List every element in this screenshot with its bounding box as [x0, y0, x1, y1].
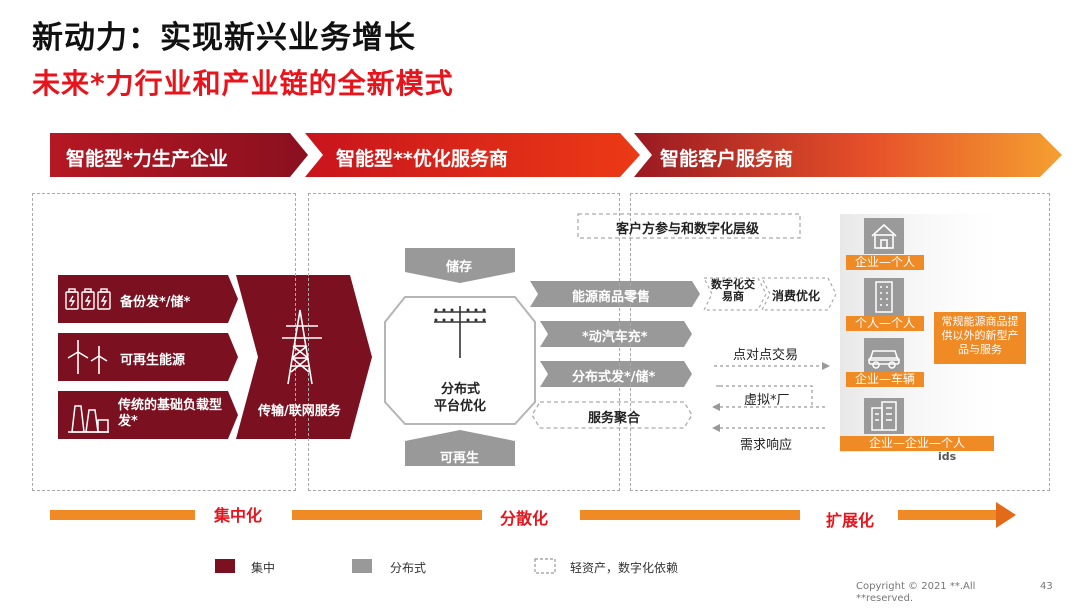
wind-turbine-icon — [67, 340, 108, 374]
service-box-4 — [531, 401, 693, 429]
platform-label-1: 分布式 — [441, 382, 481, 397]
customer-icon-box-2 — [864, 278, 904, 316]
panel-extended — [630, 193, 1050, 491]
service-label-1: 能源商品零售 — [572, 290, 651, 305]
customer-label-1: 企业—个人 — [846, 255, 924, 270]
legend-label-3: 轻资产，数字化依赖 — [570, 561, 679, 575]
stage-label-3: 智能客户服务商 — [660, 148, 794, 170]
ids-fragment: ids — [938, 450, 957, 463]
consumption-opt-box — [761, 277, 837, 311]
source-box-3 — [58, 391, 238, 439]
service-label-2: *动汽车充* — [582, 330, 648, 345]
customer-label-4: 企业—企业—个人 — [840, 436, 994, 451]
source-label-3: 传统的基础负载型发* — [118, 398, 223, 429]
battery-icon — [65, 288, 111, 310]
legend-swatch-centralized — [215, 559, 235, 573]
flow-label-2: 虚拟*厂 — [744, 393, 790, 408]
customer-icon-box-1 — [864, 218, 904, 254]
storage-label: 储存 — [446, 260, 473, 275]
bottom-bar-4 — [898, 510, 998, 520]
renewable-label: 可再生 — [440, 451, 480, 466]
service-box-2 — [540, 321, 692, 347]
source-label-2: 可再生能源 — [120, 353, 186, 368]
participation-banner — [577, 213, 801, 239]
source-label-1: 备份发*/储* — [120, 295, 191, 310]
legend-swatch-dashed — [534, 558, 556, 574]
bottom-bar-1 — [50, 510, 195, 520]
bottom-bar-2 — [292, 510, 482, 520]
stage-band-2 — [305, 133, 640, 177]
digital-exchange-box — [703, 277, 767, 311]
stage-label-1: 智能型*力生产企业 — [66, 148, 228, 170]
apartment-icon — [875, 281, 893, 313]
consumption-opt-label: 消费优化 — [772, 289, 821, 303]
customer-label-2: 个人—个人 — [846, 316, 924, 331]
bottom-arrowhead — [996, 502, 1016, 528]
customer-label-3: 企业—车辆 — [846, 372, 924, 387]
bottom-label-2: 分散化 — [500, 509, 549, 528]
service-box-1 — [530, 281, 700, 307]
page-subtitle: 未来*力行业和产业链的全新模式 — [32, 67, 454, 100]
digital-exchange-label: 数字化交易商 — [711, 278, 755, 303]
legend-swatch-distributed — [352, 559, 372, 573]
page-number: 43 — [1040, 581, 1053, 592]
stage-band-3 — [634, 133, 1062, 177]
house-icon — [871, 223, 897, 249]
car-icon — [868, 350, 900, 369]
stage-band-1 — [50, 133, 308, 177]
renewable-arrow — [405, 430, 515, 466]
panel-distributed — [308, 193, 620, 491]
flow-label-3: 需求响应 — [740, 438, 793, 453]
power-pole-icon — [434, 306, 486, 358]
customer-icon-box-4 — [864, 398, 904, 434]
page-title: 新动力：实现新兴业务增长 — [32, 20, 416, 56]
platform-label-2: 平台优化 — [434, 399, 487, 414]
office-building-icon — [871, 401, 897, 431]
source-box-2 — [58, 333, 238, 381]
service-label-4: 服务聚合 — [588, 411, 641, 426]
stage-label-2: 智能型**优化服务商 — [336, 148, 508, 170]
platform-octagon — [384, 296, 536, 425]
transmission-label: 传输/联网服务 — [258, 404, 341, 419]
legend-label-1: 集中 — [251, 561, 276, 575]
bottom-bar-3 — [580, 510, 800, 520]
bottom-label-1: 集中化 — [214, 506, 263, 525]
customer-icon-box-3 — [864, 338, 904, 372]
transmission-tower-icon — [282, 309, 322, 385]
copyright-text: Copyright © 2021 **.All **reserved. — [856, 581, 976, 604]
flow-label-1: 点对点交易 — [733, 348, 799, 363]
service-box-3 — [540, 361, 692, 387]
power-plant-icon — [68, 405, 109, 433]
service-label-3: 分布式发*/储* — [572, 370, 656, 385]
storage-arrow — [405, 248, 515, 283]
bottom-label-3: 扩展化 — [826, 511, 875, 530]
source-box-1 — [58, 275, 238, 323]
legend-label-2: 分布式 — [390, 561, 427, 575]
transmission-box — [236, 275, 372, 439]
participation-label: 客户方参与和数字化层级 — [616, 222, 760, 237]
new-products-note: 常规能源商品提供以外的新型产品与服务 — [934, 312, 1026, 364]
